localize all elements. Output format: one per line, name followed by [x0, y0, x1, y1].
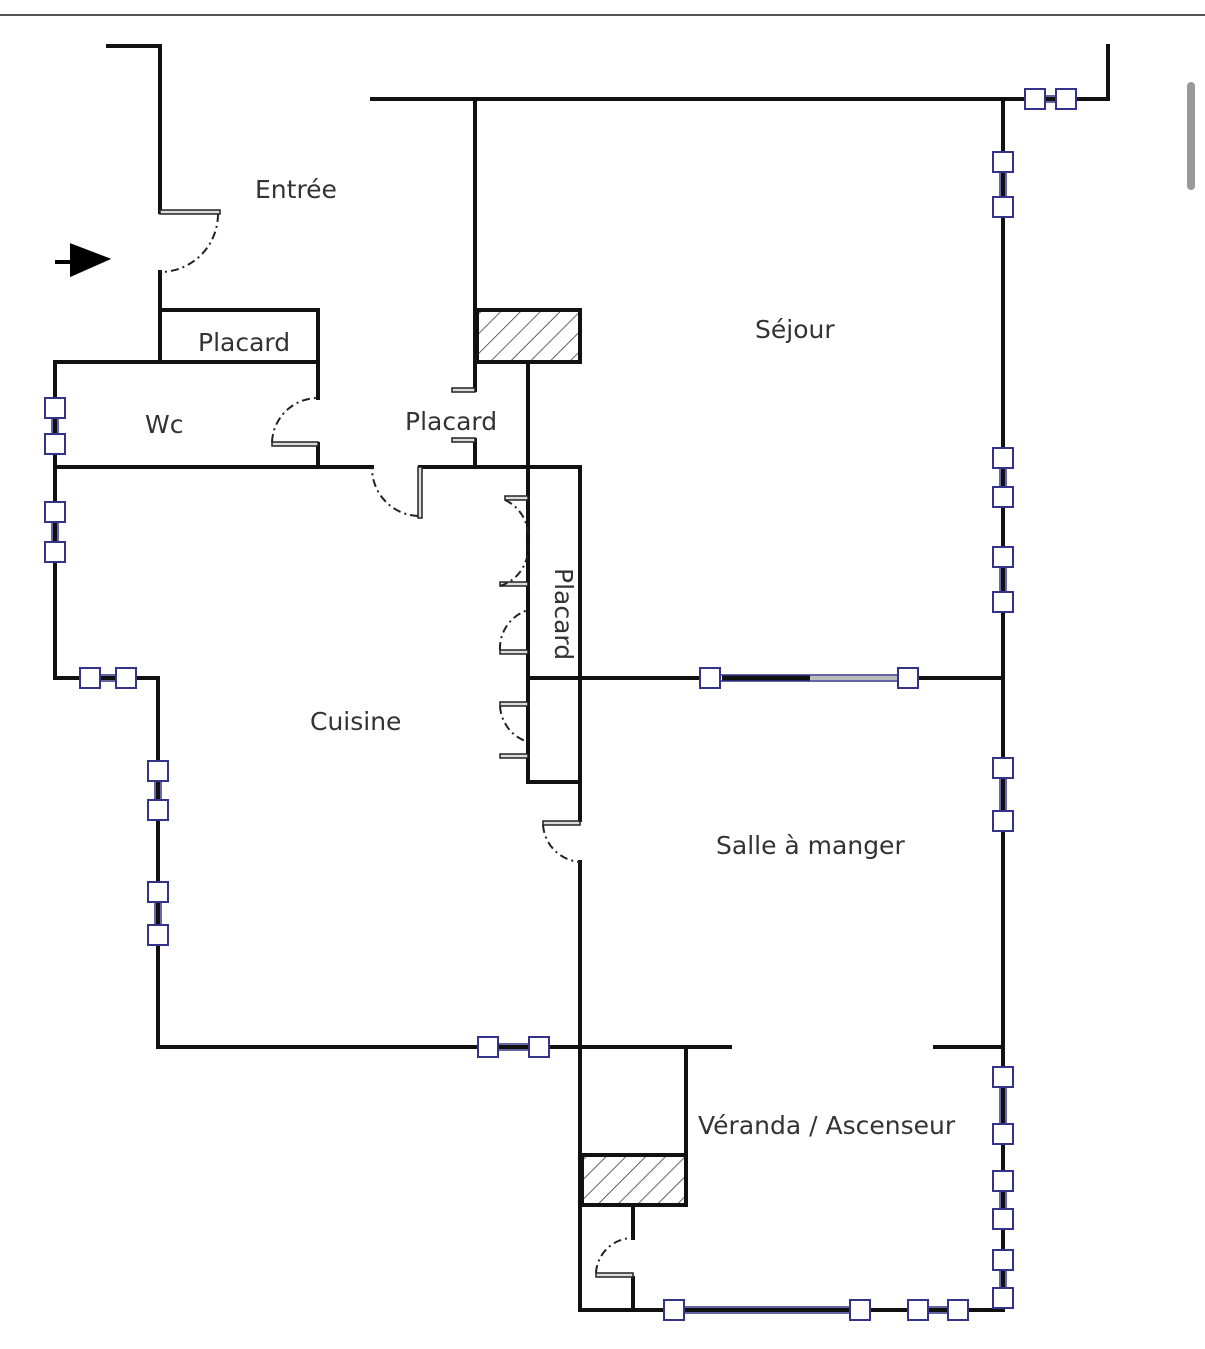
room-label-placard-vertical: Placard [549, 568, 578, 660]
scrollbar[interactable] [1187, 82, 1195, 190]
window-icon [44, 501, 66, 563]
door-icon [451, 387, 476, 393]
door-icon [542, 820, 581, 863]
window-icon [663, 1299, 871, 1321]
window-icon [477, 1036, 550, 1058]
room-label-wc: Wc [145, 410, 183, 439]
room-label-entree: Entrée [255, 175, 337, 204]
door-icon [595, 1236, 634, 1278]
window-icon [1024, 88, 1077, 110]
window-icon [699, 667, 919, 689]
door-icon [499, 701, 529, 743]
room-label-salle-a-manger: Salle à manger [716, 831, 905, 860]
walls [53, 44, 1110, 1312]
window-icon [992, 1066, 1014, 1145]
room-label-veranda: Véranda / Ascenseur [698, 1111, 956, 1140]
window-icon [147, 881, 169, 946]
door-icon [504, 495, 530, 541]
window-icon [992, 151, 1014, 218]
room-label-cuisine: Cuisine [310, 707, 401, 736]
room-label-placard-center: Placard [405, 407, 497, 436]
elevator-shaft [580, 1153, 688, 1207]
door-icon [271, 396, 319, 447]
window-icon [992, 1170, 1014, 1230]
window-icon [992, 757, 1014, 832]
window-icon [44, 397, 66, 455]
window-icon [992, 546, 1014, 613]
door-icon [499, 753, 529, 759]
window-icon [147, 760, 169, 821]
doors [159, 209, 634, 1278]
window-top-border [0, 14, 1205, 16]
door-icon [498, 609, 529, 655]
door-icon [451, 437, 476, 443]
door-icon [370, 466, 423, 519]
window-icon [907, 1299, 969, 1321]
windows [44, 88, 1077, 1321]
window-icon [992, 1249, 1014, 1309]
chimney-block [475, 308, 582, 364]
arrow-right-icon [55, 243, 112, 278]
room-label-sejour: Séjour [755, 315, 835, 344]
door-icon [159, 209, 221, 273]
window-icon [79, 667, 137, 689]
room-label-placard-entree: Placard [198, 328, 290, 357]
door-icon [499, 543, 530, 587]
window-icon [992, 447, 1014, 508]
